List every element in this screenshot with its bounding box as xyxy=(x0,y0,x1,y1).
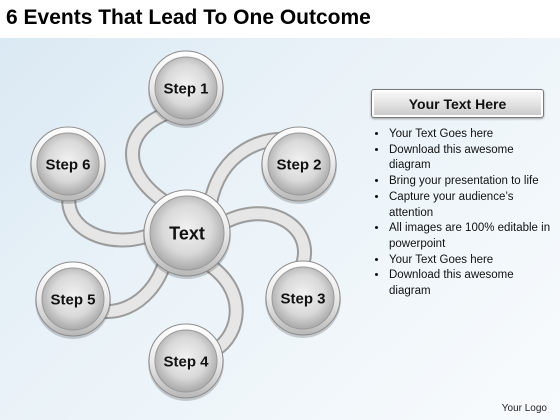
bullet-item: Download this awesome diagram xyxy=(388,143,558,174)
step-2-node: Step 2 xyxy=(261,126,337,204)
step-5-node: Step 5 xyxy=(35,261,111,339)
text-box-header: Your Text Here xyxy=(371,89,544,118)
arm-6 xyxy=(63,184,156,246)
step-3-node-disc xyxy=(271,266,335,330)
spiral-diagram: Step 1 Step 2 Step 3 Step 4 Step 5 Step 6 Tex… xyxy=(30,50,341,401)
title-bar: 6 Events That Lead To One Outcome xyxy=(0,0,560,38)
page-title: 6 Events That Lead To One Outcome xyxy=(6,6,371,29)
step-3-node: Step 3 xyxy=(265,260,341,338)
bullet-item: Download this awesome diagram xyxy=(388,268,558,299)
center-disc xyxy=(149,195,225,271)
step-4-node-disc xyxy=(154,329,218,393)
bullet-item: Your Text Goes here xyxy=(388,127,558,143)
bullet-item: Capture your audience’s attention xyxy=(388,190,558,221)
bullet-item: Your Text Goes here xyxy=(388,253,558,269)
step-1-node-disc xyxy=(154,56,218,120)
center-node: Text xyxy=(143,189,231,279)
center: Text xyxy=(143,189,231,279)
step-6-node-label: Step 6 xyxy=(45,156,90,173)
step-1-node: Step 1 xyxy=(148,50,224,128)
step-3-node-label: Step 3 xyxy=(280,290,325,307)
step-5-node-label: Step 5 xyxy=(50,291,95,308)
logo-text: Your Logo xyxy=(501,403,547,414)
arm-1 xyxy=(127,106,176,211)
step-1-node-label: Step 1 xyxy=(163,80,208,97)
arm-3 xyxy=(214,208,310,276)
step-nodes: Step 1 Step 2 Step 3 Step 4 Step 5 Step 6 xyxy=(30,50,341,401)
step-2-node-label: Step 2 xyxy=(276,156,321,173)
center-label: Text xyxy=(169,223,205,243)
step-4-node: Step 4 xyxy=(148,323,224,401)
bullet-list: Your Text Goes hereDownload this awesome… xyxy=(376,127,558,300)
step-6-node: Step 6 xyxy=(30,126,106,204)
step-6-node-disc xyxy=(36,132,100,196)
step-4-node-label: Step 4 xyxy=(163,353,209,370)
bullet-item: Bring your presentation to life xyxy=(388,174,558,190)
step-5-node-disc xyxy=(41,267,105,331)
arm-4 xyxy=(199,256,242,356)
bullet-item: All images are 100% editable in powerpoi… xyxy=(388,221,558,252)
step-2-node-disc xyxy=(267,132,331,196)
